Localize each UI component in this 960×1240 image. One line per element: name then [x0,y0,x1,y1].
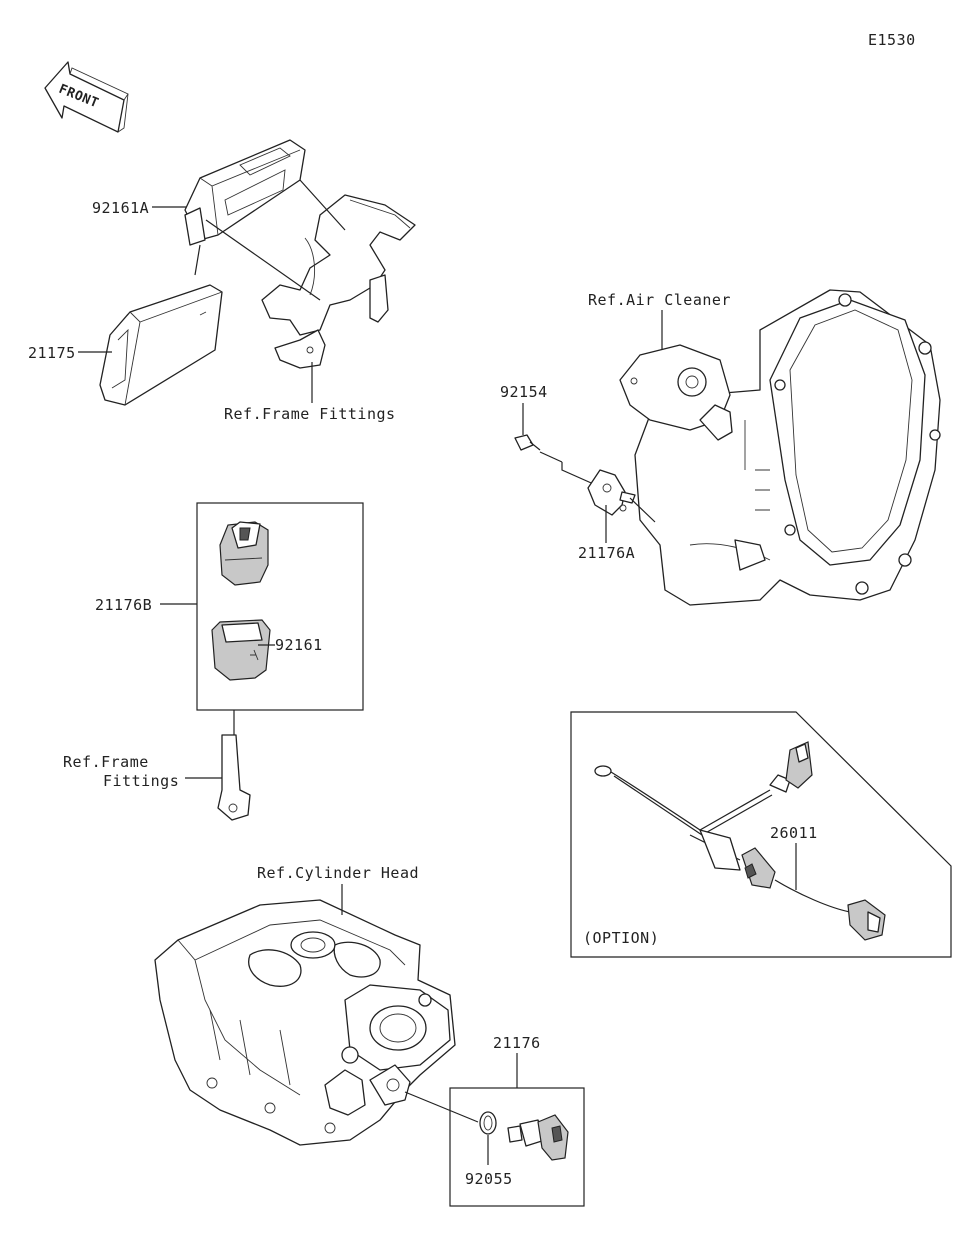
cylinder-head [154,899,456,1146]
label-26011: 26011 [770,824,818,842]
intake-air-temp-sensor [587,469,636,516]
rubber-holder-92161 [211,619,271,681]
air-cleaner-housing [619,289,941,606]
label-21176B: 21176B [95,596,152,614]
box-option-26011 [570,711,952,958]
label-ref-frame-fittings-top: Ref.Frame Fittings [224,405,396,423]
label-92154: 92154 [500,383,548,401]
box-21176B [196,502,364,711]
front-arrow-icon: FRONT [44,61,129,133]
water-temp-sensor-21176 [507,1114,569,1161]
label-92161: 92161 [275,636,323,654]
frame-fitting-bracket [217,734,251,821]
ecu-bracket [261,194,416,369]
label-ref-air-cleaner: Ref.Air Cleaner [588,291,731,309]
bolt-92154 [514,434,541,451]
label-option: (OPTION) [583,929,659,947]
label-21176: 21176 [493,1034,541,1052]
label-ref-cylinder-head: Ref.Cylinder Head [257,864,419,882]
label-92055: 92055 [465,1170,513,1188]
harness-26011 [594,741,886,941]
label-ref-frame-fittings-mid-1: Ref.Frame [63,753,149,771]
diagram-id: E1530 [868,31,916,49]
label-21176A: 21176A [578,544,635,562]
connector-sensor-21176B [219,521,269,586]
ecu-unit [99,284,223,406]
label-ref-frame-fittings-mid-2: Fittings [103,772,179,790]
label-92161A: 92161A [92,199,149,217]
ecu-rubber-cover [184,139,306,246]
gasket-92055 [479,1111,497,1135]
label-21175: 21175 [28,344,76,362]
